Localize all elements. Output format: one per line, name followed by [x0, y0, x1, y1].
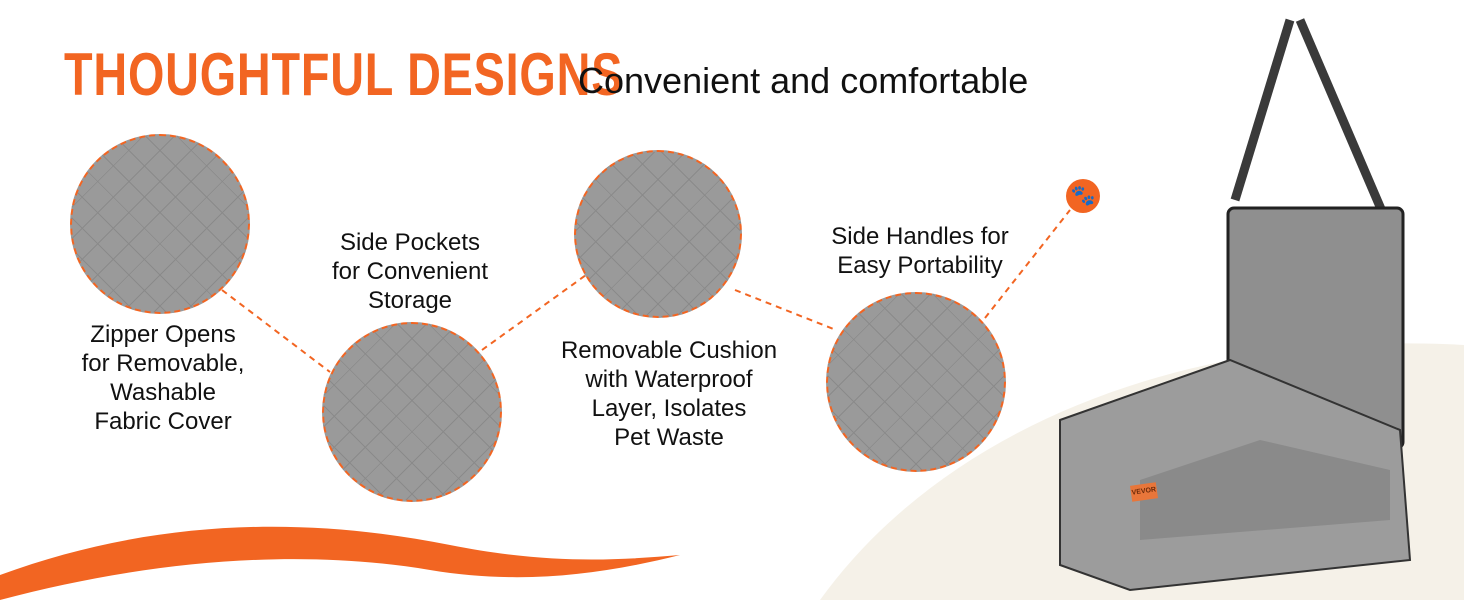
cushion-detail-image — [574, 150, 742, 318]
page-title: THOUGHTFUL DESIGNS — [64, 41, 624, 108]
orange-swoosh — [0, 526, 680, 600]
side-handles-detail-image — [826, 292, 1006, 472]
feature-handles-label: Side Handles for Easy Portability — [831, 223, 1009, 279]
feature-pockets-label: Side Pockets for Convenient Storage — [331, 229, 489, 314]
side-pockets-detail-image — [322, 322, 502, 502]
feature-zipper-label: Zipper Opens for Removable, Washable Fab… — [81, 321, 245, 435]
zipper-detail-image — [70, 134, 250, 314]
paw-icon: 🐾 — [1066, 179, 1100, 213]
feature-cushion-label: Removable Cushion with Waterproof Layer,… — [560, 337, 778, 451]
page-subtitle: Convenient and comfortable — [578, 60, 1029, 101]
connector-lines — [221, 209, 1071, 373]
car-seat-product — [1059, 18, 1412, 592]
